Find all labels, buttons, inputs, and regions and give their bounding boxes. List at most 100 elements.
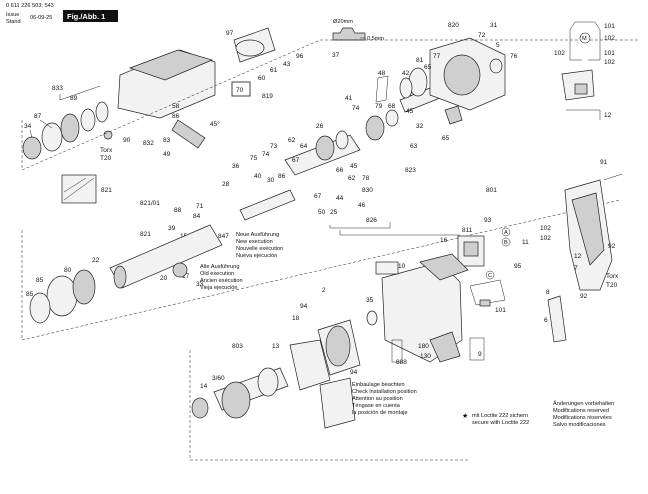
changes-note: Änderungen vorbehalten Modifications res…: [553, 400, 614, 428]
changes-de: Änderungen vorbehalten: [553, 400, 614, 407]
housing-foot: [429, 331, 461, 363]
label-9: [469, 337, 485, 361]
handle-grip: [571, 192, 605, 266]
header-block: 0 611 226 503; 543 Issue Stand 06-09-25 …: [6, 3, 118, 25]
callout-74b: 74: [262, 151, 270, 158]
callout-37: 37: [332, 52, 340, 59]
callout-48: 48: [378, 70, 386, 77]
fig-label: Fig./Abb. 1: [67, 12, 105, 21]
part-number: 0 611 226 503; 543: [6, 3, 54, 9]
install-es-2: la posición de montaje: [352, 410, 408, 416]
motor-parts: 2 35 94 94 18 803 13 14 3/60: [191, 287, 378, 429]
gear-bush: [335, 130, 349, 150]
callout-39: 39: [168, 225, 176, 232]
callout-42: 42: [402, 70, 410, 77]
seal-ring: [235, 39, 265, 57]
spindle-end: [113, 265, 127, 289]
inset-821: 821: [61, 174, 112, 204]
cable-loop: [469, 279, 506, 306]
seal-76: [489, 58, 503, 74]
callout-12b: 12: [574, 253, 582, 260]
callout-101b: 101: [604, 50, 615, 57]
marker-C: [485, 270, 495, 280]
callout-76: 76: [510, 53, 518, 60]
marker-C-label: C: [488, 273, 492, 279]
screw-head: [103, 130, 113, 140]
wire-12: [566, 109, 601, 120]
callout-102c: 102: [554, 50, 565, 57]
stator-core: [325, 325, 351, 367]
leader-34: [29, 129, 33, 139]
detail-size-label: Ø20mm: [333, 19, 353, 25]
gear-22: [72, 269, 96, 305]
ring-42: [399, 77, 413, 99]
callout-43: 43: [283, 61, 291, 68]
callout-823: 823: [405, 167, 416, 174]
bracket-826: [329, 222, 391, 229]
hex-key: [444, 105, 463, 125]
drive-gear: [365, 115, 385, 141]
old-exec-fr: Ancien exécution: [200, 278, 243, 284]
callout-78: 78: [362, 175, 370, 182]
switch-module: [574, 83, 588, 95]
callout-3-60: 3/60: [212, 375, 225, 382]
chuck-sleeve: [41, 122, 63, 152]
callout-86b: 86: [278, 173, 286, 180]
inset-821-hatch: [63, 177, 95, 201]
callout-28: 28: [222, 181, 230, 188]
armature-fan: [221, 381, 251, 419]
callout-box-70: [231, 81, 251, 97]
callout-11: 11: [522, 239, 529, 246]
callout-30: 30: [267, 177, 275, 184]
callout-22: 22: [92, 257, 100, 264]
callout-90: 90: [123, 137, 131, 144]
chuck-cap: [22, 136, 42, 160]
wire-left: [569, 30, 582, 61]
clip-48: [375, 75, 389, 103]
lever-6: [547, 295, 567, 343]
callout-41: 41: [345, 95, 353, 102]
torx-right-label: Torx: [606, 273, 619, 280]
callout-67: 67: [292, 157, 300, 164]
callout-65: 65: [442, 135, 450, 142]
callout-25: 25: [330, 209, 338, 216]
execution-notes: Neue Ausführung New execution Nouvelle e…: [200, 232, 283, 291]
fan-guide: [319, 377, 356, 429]
bearing-top: [385, 109, 399, 127]
outline-mid: [21, 199, 621, 341]
switch-core: [463, 241, 479, 257]
callout-92a: 92: [608, 243, 616, 250]
loctite-en: secure with Loctite 222: [472, 420, 529, 426]
outline-upper: [21, 39, 640, 171]
callout-92b: 92: [580, 293, 588, 300]
callout-12: 12: [604, 112, 612, 119]
callout-49: 49: [163, 151, 171, 158]
callout-819: 819: [262, 93, 273, 100]
callout-36: 36: [232, 163, 240, 170]
callout-70: 70: [236, 87, 244, 94]
callout-830: 830: [362, 187, 373, 194]
ram-27: [239, 189, 296, 221]
housing-vents: [419, 253, 469, 281]
old-exec-en: Old execution: [200, 271, 234, 277]
callout-83: 83: [163, 137, 171, 144]
callout-46: 46: [358, 202, 366, 209]
callout-62: 62: [288, 137, 296, 144]
marker-A: [501, 227, 511, 237]
loctite-de: mit Loctite 222 sichern: [472, 413, 528, 419]
callout-77: 77: [433, 53, 441, 60]
callout-75: 75: [250, 155, 258, 162]
callout-97: 97: [226, 30, 234, 37]
callout-87: 87: [34, 113, 42, 120]
leader-833: [59, 85, 101, 101]
callout-13: 13: [272, 343, 280, 350]
callout-88: 88: [174, 207, 182, 214]
callout-821: 821: [140, 231, 151, 238]
callout-130: 130: [420, 353, 431, 360]
group-outlines: [21, 39, 640, 461]
chuck-ring: [60, 113, 80, 143]
callout-63: 63: [410, 143, 418, 150]
callout-16: 16: [440, 237, 448, 244]
callout-7: 7: [574, 265, 578, 272]
